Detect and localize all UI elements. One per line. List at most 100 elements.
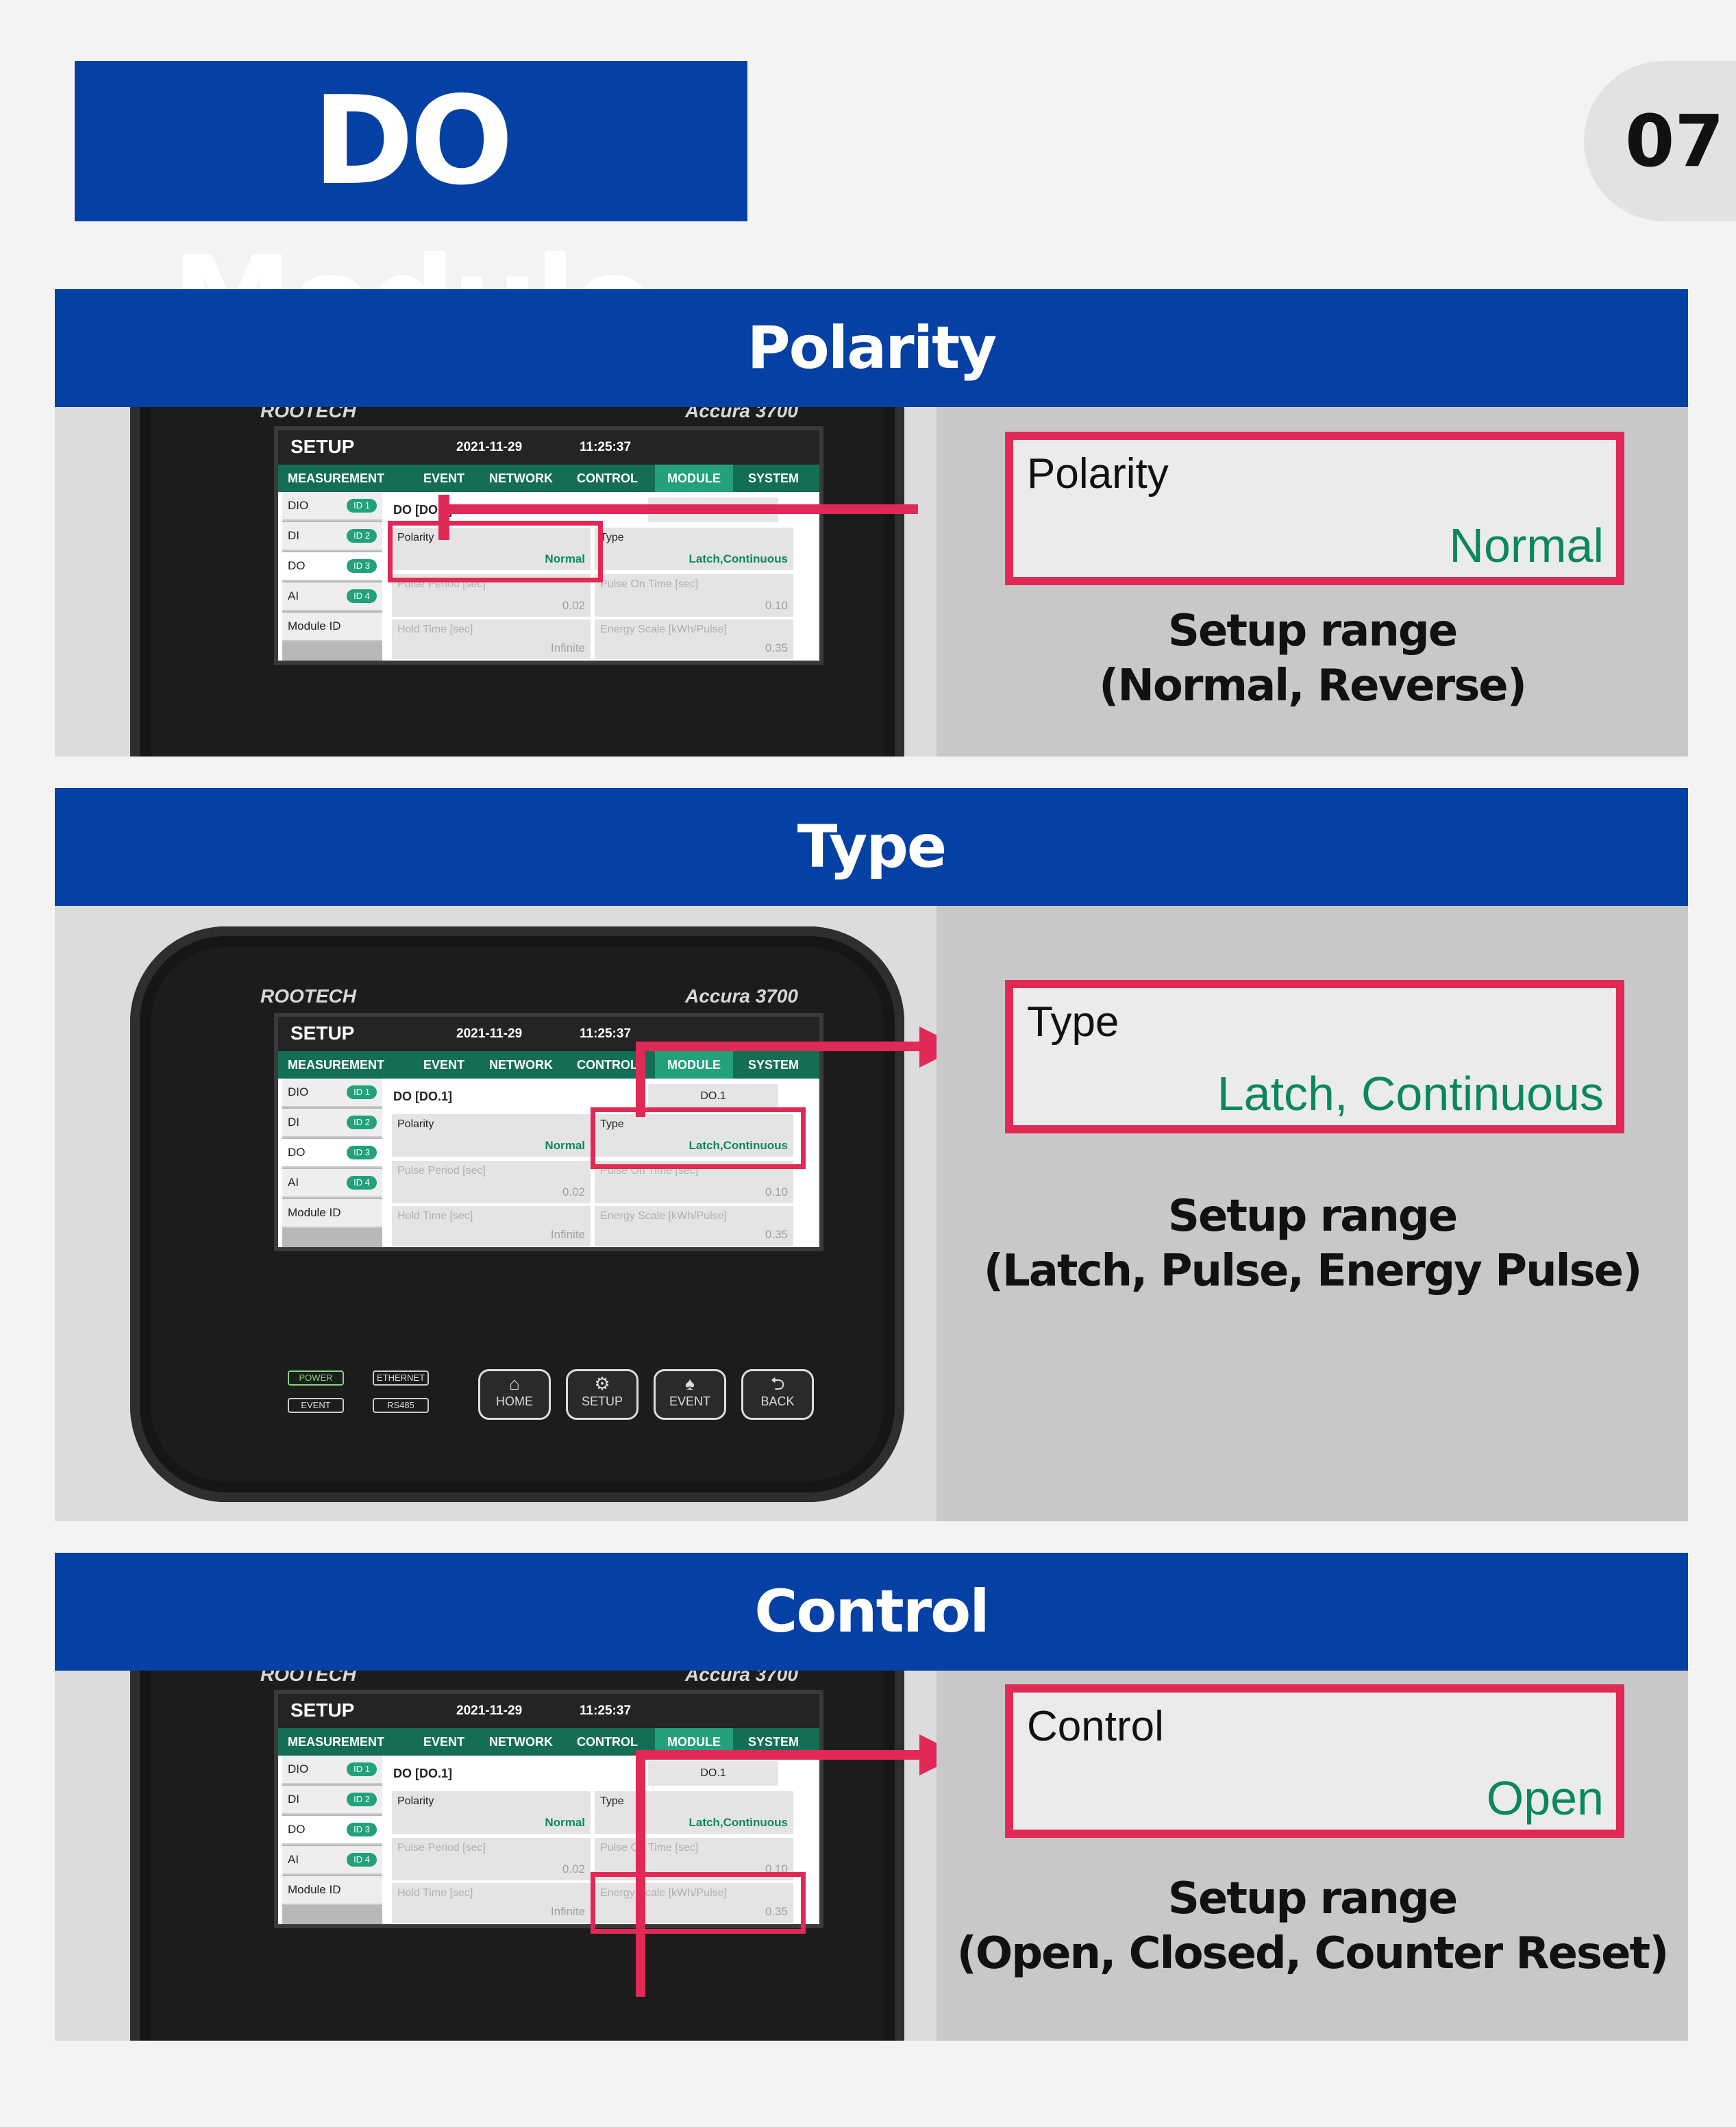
cell-hold-time: Hold Time [sec]Infinite	[392, 1206, 591, 1246]
tab-network[interactable]: NETWORK	[489, 471, 553, 485]
back-arrow-icon: ⮌	[770, 1373, 785, 1394]
tab-measurement[interactable]: MEASUREMENT	[288, 1058, 385, 1072]
home-icon: ⌂	[509, 1373, 520, 1394]
tab-network[interactable]: NETWORK	[489, 1058, 553, 1072]
section-polarity: Polarity ROOTECH Accura 3700 SETUP 2021-…	[55, 289, 1688, 757]
cell-pulse-period: Pulse Period [sec]0.02	[392, 1838, 591, 1880]
sidebar-item-module-id[interactable]: Module ID	[282, 613, 382, 641]
setup-range-values: (Open, Closed, Counter Reset)	[956, 1928, 1670, 1979]
setup-range-values: (Latch, Pulse, Energy Pulse)	[983, 1246, 1643, 1296]
device: ROOTECH Accura 3700 SETUP 2021-11-29 11:…	[130, 926, 904, 1502]
cell-energy-scale: Energy Scale [kWh/Pulse]0.35	[595, 1883, 793, 1923]
tab-measurement[interactable]: MEASUREMENT	[288, 471, 385, 485]
page-title: DO Module	[75, 61, 747, 372]
tab-control[interactable]: CONTROL	[577, 1058, 638, 1072]
led-ethernet: ETHERNET	[373, 1370, 429, 1386]
setup-range-title: Setup range	[1167, 606, 1458, 656]
back-button[interactable]: ⮌BACK	[741, 1369, 814, 1420]
channel-selector[interactable]: DO.1	[648, 1084, 778, 1109]
bell-icon: ♠	[685, 1373, 695, 1394]
tab-module[interactable]: MODULE	[655, 1051, 733, 1079]
device-brand: ROOTECH	[260, 985, 356, 1007]
led-power: POWER	[288, 1370, 344, 1386]
info-value: Open	[1486, 1771, 1604, 1825]
screen-time: 11:25:37	[580, 1704, 632, 1718]
info-value: Normal	[1449, 519, 1604, 572]
screen-header: DO [DO.1]	[393, 503, 453, 517]
tab-control[interactable]: CONTROL	[577, 1735, 638, 1749]
screen-time: 11:25:37	[580, 1026, 632, 1041]
tab-event[interactable]: EVENT	[423, 1058, 465, 1072]
tab-system[interactable]: SYSTEM	[748, 1058, 799, 1072]
tab-event[interactable]: EVENT	[423, 471, 465, 485]
device-brand: ROOTECH	[260, 1671, 356, 1685]
info-value: Latch, Continuous	[1217, 1067, 1604, 1120]
screen-title: SETUP	[290, 436, 355, 457]
screen-date: 2021-11-29	[456, 1026, 523, 1041]
info-box-control: Control Open	[1005, 1684, 1624, 1838]
tab-measurement[interactable]: MEASUREMENT	[288, 1735, 385, 1749]
tab-module[interactable]: MODULE	[655, 465, 733, 492]
sidebar-item-module-id[interactable]: Module ID	[282, 1199, 382, 1228]
info-box-type: Type Latch, Continuous	[1005, 980, 1624, 1133]
screen-time: 11:25:37	[580, 440, 632, 454]
device-model: Accura 3700	[685, 985, 799, 1007]
device-screen: SETUP 2021-11-29 11:25:37 MEASUREMENT EV…	[274, 426, 823, 665]
info-label: Control	[1027, 1703, 1164, 1750]
info-label: Type	[1027, 998, 1119, 1046]
home-button[interactable]: ⌂HOME	[478, 1369, 551, 1420]
tab-event[interactable]: EVENT	[423, 1735, 465, 1749]
tab-system[interactable]: SYSTEM	[748, 1735, 799, 1749]
screen-date: 2021-11-29	[456, 440, 523, 454]
device-model: Accura 3700	[685, 407, 799, 421]
setup-button[interactable]: ⚙SETUP	[566, 1369, 638, 1420]
info-panel: Type Latch, Continuous Setup range (Latc…	[937, 906, 1688, 1521]
pointer-line	[438, 504, 918, 514]
channel-selector[interactable]: DO.1	[648, 1761, 778, 1786]
cell-hold-time: Hold Time [sec]Infinite	[392, 619, 591, 659]
cell-hold-time: Hold Time [sec]Infinite	[392, 1883, 591, 1923]
section-type: Type ROOTECH Accura 3700 SETUP 2021-11-2…	[55, 788, 1688, 1521]
setup-range-values: (Normal, Reverse)	[1099, 661, 1527, 711]
tab-system[interactable]: SYSTEM	[748, 471, 799, 485]
screen-title: SETUP	[290, 1699, 355, 1721]
led-rs485: RS485	[373, 1398, 429, 1413]
cell-pulse-on-time: Pulse On Time [sec]0.10	[595, 574, 793, 617]
led-event: EVENT	[288, 1398, 344, 1413]
cell-energy-scale: Energy Scale [kWh/Pulse]0.35	[595, 619, 793, 659]
section-body: ROOTECH Accura 3700 SETUP 2021-11-29 11:…	[55, 1671, 1688, 2041]
pointer-line	[636, 1042, 923, 1051]
screen-header: DO [DO.1]	[393, 1767, 453, 1780]
tab-network[interactable]: NETWORK	[489, 1735, 553, 1749]
info-panel: Control Open Setup range (Open, Closed, …	[937, 1671, 1688, 2041]
device: ROOTECH Accura 3700 SETUP 2021-11-29 11:…	[130, 407, 904, 757]
tab-control[interactable]: CONTROL	[577, 471, 638, 485]
highlight-polarity	[388, 521, 603, 582]
event-button[interactable]: ♠EVENT	[654, 1369, 726, 1420]
screen-title: SETUP	[290, 1022, 355, 1044]
sidebar-item-module-id[interactable]: Module ID	[282, 1876, 382, 1905]
